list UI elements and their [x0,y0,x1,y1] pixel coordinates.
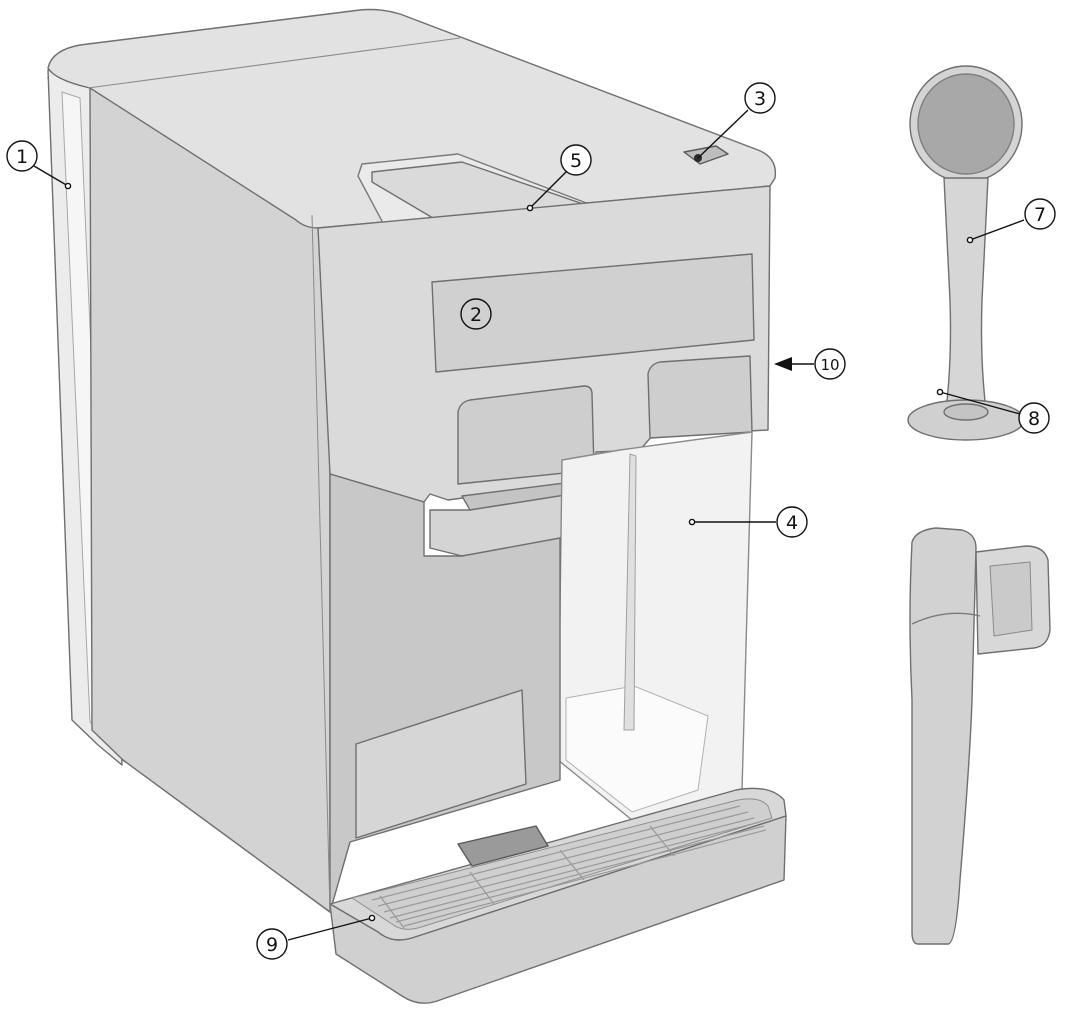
callout-2: 2 [460,298,492,330]
lower-back-panel [355,689,527,839]
callouts: 1 2 3 4 5 [6,82,1056,960]
drip-tray-front [329,815,787,1004]
nozzle-clip-detail [989,561,1033,637]
nozzle-body [909,527,977,945]
callout-5-label: 5 [570,150,582,172]
body-seam [311,214,331,913]
callout-8: 8 [936,388,1050,434]
callout-8-label: 8 [1028,408,1040,430]
milk-tube [623,453,637,731]
callout-7-label: 7 [1034,204,1046,226]
callout-1-label: 1 [16,146,28,168]
milk-nozzle-accessory [909,527,1051,945]
callout-5: 5 [526,144,592,212]
callout-4: 4 [688,506,808,538]
coffee-machine [47,8,787,1004]
dispenser-right-cover [647,355,753,439]
callout-9-label: 9 [266,934,278,956]
callout-4-label: 4 [786,512,798,534]
callout-2-label: 2 [470,304,482,326]
tamper-accessory [907,65,1025,441]
tamper-shaft [943,177,989,411]
callout-3-label: 3 [754,88,766,110]
dispenser-left-cover [457,385,595,485]
callout-10: 10 [774,348,846,380]
drip-tray-slots [371,805,767,929]
callout-7: 7 [966,198,1056,244]
drip-tray-center [457,825,549,867]
tamper-base-top [943,403,989,421]
callout-3: 3 [697,82,776,159]
top-seam [87,37,461,89]
callout-1: 1 [6,140,72,190]
drip-tray-grille [351,798,773,930]
control-panel [431,253,755,373]
callout-9: 9 [256,914,376,960]
nozzle-band [911,612,981,625]
tamper-head-inner [917,73,1015,175]
callout-10-label: 10 [820,356,839,374]
